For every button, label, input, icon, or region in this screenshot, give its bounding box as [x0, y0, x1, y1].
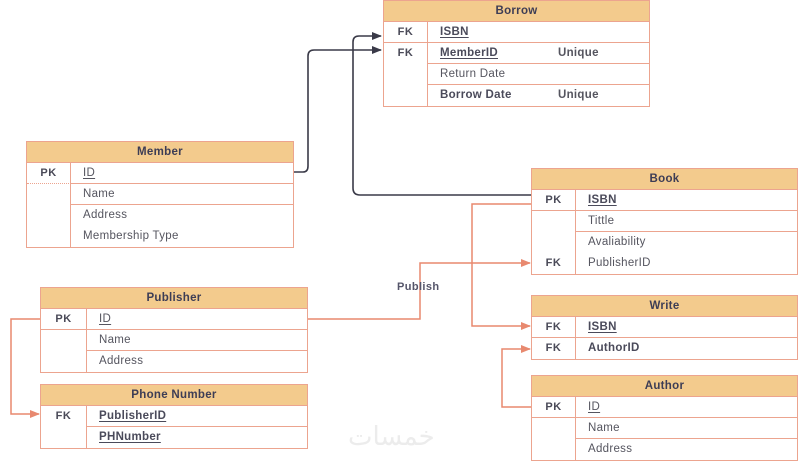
key-label	[532, 439, 576, 460]
key-label: FK	[532, 317, 576, 338]
key-label	[384, 64, 428, 85]
connector-book-write	[471, 203, 531, 330]
entity-row[interactable]: PK ID	[41, 309, 307, 330]
field-constraint: Unique	[558, 89, 599, 101]
field-name: ISBN	[440, 26, 469, 38]
key-label: PK	[27, 163, 71, 184]
key-label: PK	[41, 309, 87, 330]
key-label: FK	[532, 253, 576, 274]
key-label: FK	[532, 338, 576, 359]
entity-row[interactable]: PK ID	[27, 163, 293, 184]
entity-title: Book	[532, 169, 797, 190]
connector-member-borrow	[294, 46, 382, 173]
field-name: Tittle	[588, 215, 615, 227]
entity-row[interactable]: Return Date	[384, 64, 649, 85]
field-name: ISBN	[588, 194, 617, 206]
field-name: AuthorID	[588, 342, 640, 354]
entity-row[interactable]: FK PublisherID	[532, 253, 797, 274]
key-label	[384, 85, 428, 106]
field-name: PublisherID	[588, 257, 651, 269]
entity-row[interactable]: Membership Type	[27, 226, 293, 247]
key-label	[532, 418, 576, 439]
entity-author[interactable]: Author PK ID Name Address	[531, 375, 798, 461]
entity-book[interactable]: Book PK ISBN Tittle Avaliability FK Publ…	[531, 168, 798, 275]
key-label	[532, 211, 576, 232]
key-label: FK	[384, 43, 428, 64]
entity-borrow[interactable]: Borrow FK ISBN FK MemberID Unique Return …	[383, 0, 650, 107]
field-name: Name	[83, 188, 115, 200]
field-name: Membership Type	[83, 230, 179, 242]
entity-title: Phone Number	[41, 385, 307, 406]
entity-title: Borrow	[384, 1, 649, 22]
relationship-label-publish: Publish	[397, 281, 440, 293]
entity-row[interactable]: Borrow Date Unique	[384, 85, 649, 106]
field-name: MemberID	[440, 47, 498, 59]
key-label	[41, 427, 87, 448]
entity-title: Publisher	[41, 288, 307, 309]
entity-row[interactable]: Name	[532, 418, 797, 439]
watermark: خمسات	[348, 422, 435, 452]
field-name: Address	[588, 443, 633, 455]
entity-row[interactable]: Avaliability	[532, 232, 797, 253]
entity-row[interactable]: FK ISBN	[384, 22, 649, 43]
entity-write[interactable]: Write FK ISBN FK AuthorID	[531, 295, 798, 360]
field-name: Return Date	[440, 68, 506, 80]
field-name: ID	[83, 167, 96, 179]
entity-row[interactable]: FK ISBN	[532, 317, 797, 338]
connector-author-write	[501, 345, 531, 408]
key-label	[41, 351, 87, 372]
key-label: PK	[532, 190, 576, 211]
key-label: FK	[41, 406, 87, 427]
connector-publisher-book	[306, 259, 531, 320]
connector-book-borrow	[352, 32, 531, 196]
entity-row[interactable]: Tittle	[532, 211, 797, 232]
entity-title: Write	[532, 296, 797, 317]
field-name: ID	[588, 401, 601, 413]
entity-row[interactable]: Name	[41, 330, 307, 351]
field-name: Borrow Date	[440, 89, 512, 101]
key-label	[27, 226, 71, 247]
entity-row[interactable]: PK ISBN	[532, 190, 797, 211]
key-label	[532, 232, 576, 253]
key-label	[27, 184, 71, 205]
field-name: ID	[99, 313, 112, 325]
field-name: Avaliability	[588, 236, 646, 248]
entity-row[interactable]: FK AuthorID	[532, 338, 797, 359]
entity-phone-number[interactable]: Phone Number FK PublisherID PHNumber	[40, 384, 308, 449]
key-label	[41, 330, 87, 351]
entity-title: Member	[27, 142, 293, 163]
entity-title: Author	[532, 376, 797, 397]
field-constraint: Unique	[558, 47, 599, 59]
field-name: Address	[83, 209, 128, 221]
entity-row[interactable]: Address	[27, 205, 293, 226]
entity-row[interactable]: PHNumber	[41, 427, 307, 448]
entity-row[interactable]: Address	[532, 439, 797, 460]
field-name: PublisherID	[99, 410, 167, 422]
entity-row[interactable]: FK PublisherID	[41, 406, 307, 427]
connector-publisher-phone	[10, 318, 40, 418]
key-label: FK	[384, 22, 428, 43]
entity-row[interactable]: Name	[27, 184, 293, 205]
field-name: Name	[99, 334, 131, 346]
field-name: PHNumber	[99, 431, 161, 443]
field-name: ISBN	[588, 321, 617, 333]
key-label	[27, 205, 71, 226]
field-name: Address	[99, 355, 144, 367]
entity-row[interactable]: Address	[41, 351, 307, 372]
key-label: PK	[532, 397, 576, 418]
field-name: Name	[588, 422, 620, 434]
entity-publisher[interactable]: Publisher PK ID Name Address	[40, 287, 308, 373]
entity-row[interactable]: FK MemberID Unique	[384, 43, 649, 64]
entity-member[interactable]: Member PK ID Name Address Membership Typ…	[26, 141, 294, 248]
entity-row[interactable]: PK ID	[532, 397, 797, 418]
